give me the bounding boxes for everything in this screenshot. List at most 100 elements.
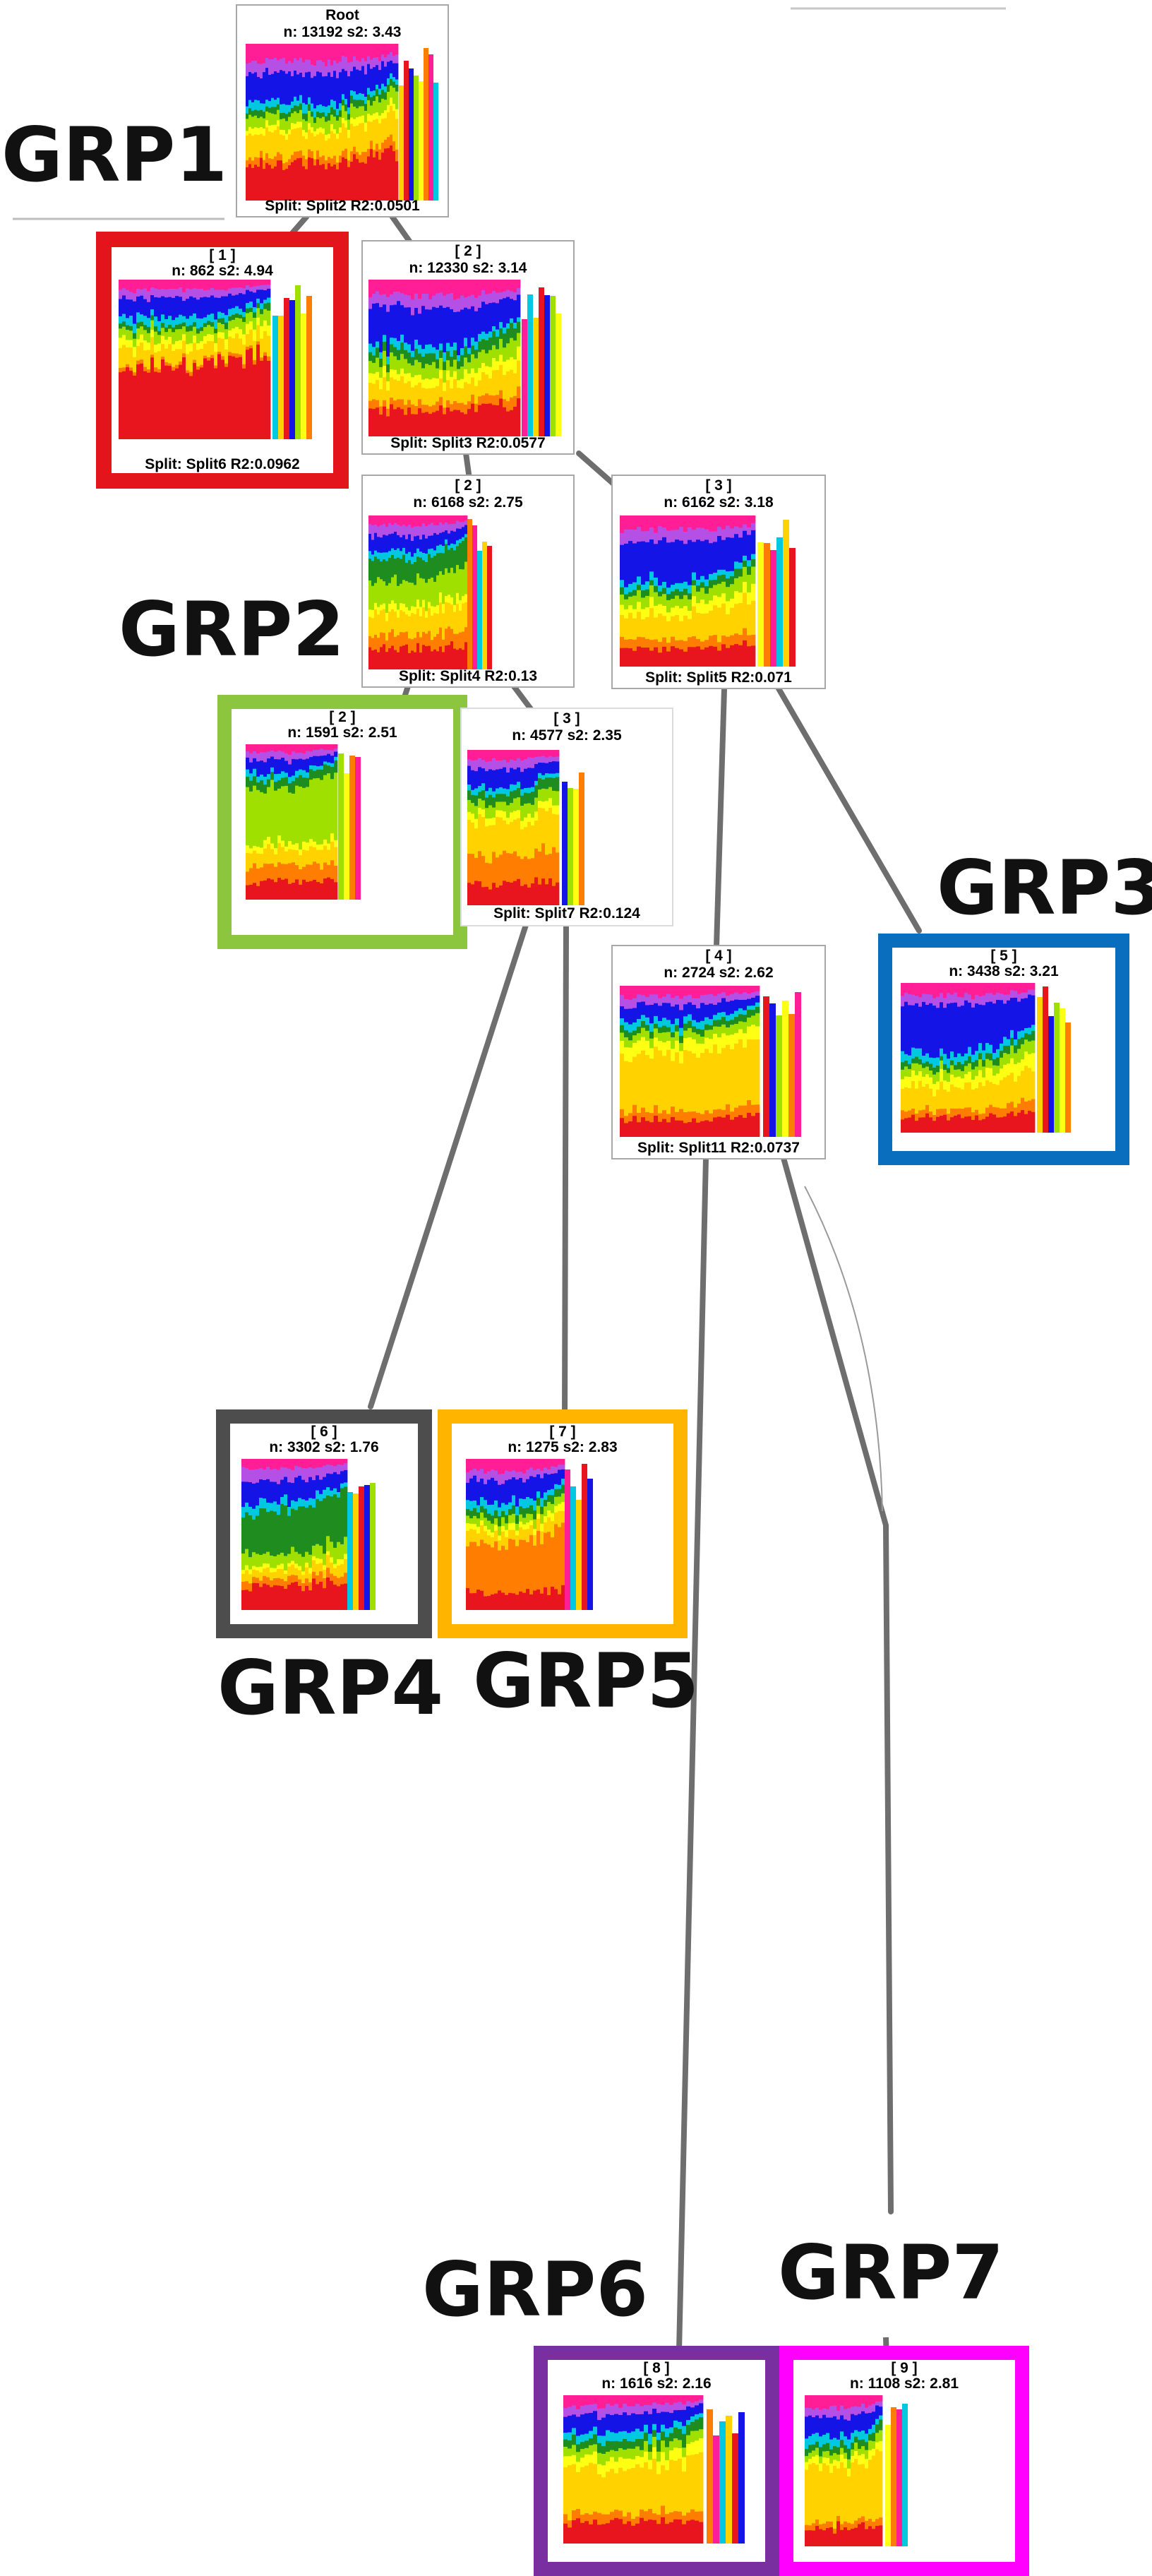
sequence-state-block — [496, 801, 500, 811]
sequence-state-block — [563, 2446, 568, 2457]
sequence-state-block — [404, 280, 408, 295]
sequence-state-block — [494, 1480, 498, 1501]
sequence-state-block — [312, 1556, 316, 1561]
sequence-state-block — [350, 71, 354, 90]
sequence-state-block — [428, 406, 433, 415]
sequence-state-block — [961, 996, 965, 1006]
sequence-state-block — [439, 405, 443, 436]
sequence-state-block — [918, 1117, 923, 1133]
sequence-state-block — [147, 302, 151, 318]
sequence-state-block — [214, 297, 218, 320]
sequence-state-block — [632, 1115, 637, 1137]
sequence-state-block — [696, 591, 701, 604]
sequence-state-block — [911, 1108, 916, 1115]
sequence-state-block — [235, 326, 239, 334]
sequence-state-block — [277, 1568, 281, 1578]
tree-node-5: [ 5 ] n: 3438 s2: 3.21 — [878, 934, 1129, 1165]
sequence-state-block — [326, 1551, 330, 1556]
sequence-state-block — [305, 1481, 309, 1501]
sequence-state-block — [445, 544, 448, 568]
sequence-state-block — [246, 744, 250, 751]
sequence-state-block — [654, 1027, 659, 1038]
sequence-state-block — [259, 1572, 263, 1581]
sequence-state-block — [245, 1570, 249, 1582]
sequence-state-block — [496, 750, 500, 761]
sequence-state-block — [419, 637, 423, 653]
sequence-state-block — [232, 338, 236, 354]
sequence-state-block — [868, 2440, 872, 2450]
sequence-state-block — [316, 744, 320, 750]
sequence-state-block — [628, 1039, 633, 1048]
sequence-state-block — [996, 1084, 1000, 1108]
sequence-state-block — [487, 1520, 491, 1530]
sequence-state-block — [241, 1481, 246, 1508]
sequence-state-block — [350, 117, 354, 124]
sequence-state-block — [624, 618, 629, 640]
sequence-state-block — [985, 1001, 990, 1043]
sequence-state-block — [342, 99, 345, 106]
sequence-state-block — [422, 607, 426, 632]
sequence-state-block — [405, 562, 409, 581]
sequence-state-block — [840, 2415, 844, 2432]
sequence-state-block — [459, 538, 462, 543]
sequence-state-block — [273, 1568, 277, 1573]
sequence-state-block — [704, 1024, 709, 1030]
sequence-state-block — [918, 983, 923, 998]
sequence-state-block — [547, 1469, 551, 1475]
sequence-state-block — [299, 752, 303, 759]
sequence-state-block — [620, 1040, 625, 1054]
sequence-state-block — [330, 114, 334, 124]
sequence-state-block — [918, 1080, 923, 1111]
sequence-state-block — [480, 1512, 484, 1521]
sequence-state-block — [929, 1003, 933, 1058]
sequence-state-block — [239, 318, 243, 330]
sequence-state-block — [445, 522, 448, 531]
sequence-state-block — [548, 761, 553, 774]
sequence-state-block — [294, 123, 297, 129]
sequence-state-block — [661, 2424, 666, 2432]
sequence-state-block — [246, 290, 250, 304]
sequence-state-block — [645, 638, 650, 648]
sequence-state-block — [418, 382, 422, 400]
sequence-state-block — [501, 1510, 505, 1517]
sequence-state-block — [734, 578, 739, 592]
sequence-state-block — [378, 159, 382, 201]
sequence-state-block — [143, 371, 148, 439]
sequence-state-block — [911, 1005, 916, 1048]
sequence-state-block — [308, 1567, 313, 1574]
sequence-state-block — [868, 2412, 872, 2429]
sequence-state-block — [1031, 1099, 1036, 1112]
sequence-state-block — [256, 1554, 260, 1568]
sequence-state-block — [277, 835, 282, 843]
sequence-state-block — [254, 71, 258, 100]
sequence-state-block — [545, 750, 549, 758]
sequence-state-block — [503, 820, 507, 851]
sequence-state-block — [1007, 1113, 1011, 1133]
sequence-state-block — [879, 2395, 883, 2402]
sequence-state-block — [635, 2464, 640, 2517]
sequence-state-block — [940, 992, 944, 1003]
sequence-state-block — [392, 87, 396, 104]
sequence-state-block — [259, 1580, 263, 1587]
sequence-state-block — [747, 527, 752, 535]
sequence-state-block — [288, 792, 292, 842]
sequence-state-block — [961, 1056, 965, 1064]
sequence-state-block — [385, 551, 389, 561]
sequence-state-block — [374, 583, 378, 603]
sequence-state-block — [266, 1459, 270, 1467]
sequence-state-block — [815, 2441, 820, 2448]
sequence-state-block — [356, 59, 359, 70]
sequence-state-block — [330, 1459, 334, 1465]
sequence-state-block — [815, 2464, 820, 2520]
sequence-state-block — [671, 584, 676, 592]
sequence-state-block — [624, 998, 629, 1009]
sequence-state-block — [844, 2467, 848, 2522]
sequence-state-block — [271, 73, 275, 98]
sequence-state-block — [533, 1590, 537, 1610]
sequence-state-block — [868, 2395, 872, 2406]
sequence-state-block — [214, 352, 218, 366]
sequence-state-block — [538, 800, 542, 808]
sequence-state-block — [844, 2435, 848, 2445]
sequence-state-block — [368, 309, 373, 344]
sequence-state-block — [822, 2457, 827, 2464]
